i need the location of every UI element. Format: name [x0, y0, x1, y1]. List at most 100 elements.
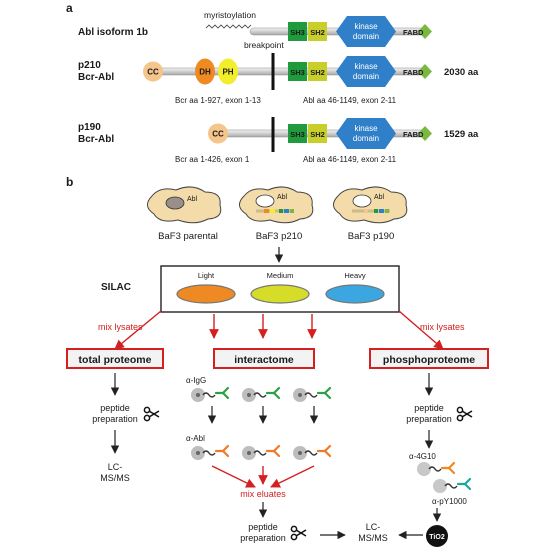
- p210-dh-label: DH: [199, 68, 211, 77]
- silac-label: SILAC: [101, 282, 131, 293]
- p210-ph-label: PH: [222, 68, 233, 77]
- anti-abl-label: α-Abl: [186, 434, 205, 443]
- p210-ph: [218, 58, 238, 85]
- abl-fabd-label: FABD: [403, 28, 424, 37]
- phosphoproteome-box: [369, 348, 489, 369]
- py1000-bead: [433, 477, 472, 493]
- scissors-icon-right: [456, 406, 473, 422]
- lcms-center-2: MS/MS: [358, 533, 388, 543]
- scissors-icon-center: [290, 525, 307, 541]
- abl-name: Abl isoform 1b: [78, 27, 148, 38]
- cell-parental-abl: Abl: [187, 196, 198, 203]
- p210-kinase-label-2: domain: [353, 72, 379, 81]
- p190-kinase-domain: [336, 118, 396, 149]
- phosphoproteome-label: phosphoproteome: [383, 354, 475, 366]
- p190-name-1: p190: [78, 122, 101, 133]
- lcms-center-1: LC-: [366, 522, 381, 532]
- anti-4g10-label: α-4G10: [409, 452, 436, 461]
- total-proteome-label: total proteome: [79, 354, 152, 366]
- silac-box: [160, 265, 400, 313]
- abl-sh2-label: SH2: [310, 28, 325, 37]
- igg-row: [191, 386, 332, 402]
- dish-heavy-label: Heavy: [344, 271, 366, 280]
- p190-length: 1529 aa: [444, 129, 479, 140]
- myristoyl-chain: [205, 24, 252, 29]
- dish-light: [176, 284, 236, 304]
- anti-py1000-label: α-pY1000: [432, 497, 467, 506]
- p210-fabd-label: FABD: [403, 68, 424, 77]
- cell-p210: Abl: [239, 186, 314, 224]
- panel-a-label: a: [66, 1, 73, 15]
- p210-length: 2030 aa: [444, 67, 479, 78]
- p210-abl-range: Abl aa 46-1149, exon 2-11: [303, 96, 397, 105]
- lcms-left-2: MS/MS: [100, 473, 130, 483]
- panel-b-label: b: [66, 175, 73, 189]
- p190-sh3-label: SH3: [290, 130, 305, 139]
- abl-fabd: [418, 24, 432, 39]
- cell-parental-label: BaF3 parental: [158, 231, 218, 242]
- anti-igg-label: α-IgG: [186, 376, 206, 385]
- arrow-silac-to-total: [114, 310, 162, 350]
- abl-kinase-domain: [336, 16, 396, 47]
- scissors-icon-left: [143, 406, 160, 422]
- peptide-right-1: peptide: [414, 403, 444, 413]
- abl-bead-1: [191, 444, 230, 460]
- p210-sh2: [308, 62, 327, 81]
- peptide-center-1: peptide: [248, 522, 278, 532]
- arrow-eluate-1: [211, 465, 256, 488]
- abl-sh2: [308, 22, 327, 41]
- interactome-box: [213, 348, 315, 369]
- abl-row: [191, 444, 332, 460]
- lcms-left-1: LC-: [108, 462, 123, 472]
- p210-dh: [195, 58, 215, 85]
- abl-bead-3: [293, 444, 332, 460]
- p190-bcr-range: Bcr aa 1-426, exon 1: [175, 155, 250, 164]
- peptide-right-2: preparation: [406, 414, 452, 424]
- dish-medium: [250, 284, 310, 304]
- p210-kinase-label-1: kinase: [354, 62, 378, 71]
- arrow-eluate-3: [270, 465, 315, 488]
- p210-cc: [143, 61, 163, 82]
- p190-sh3: [288, 124, 307, 143]
- cell-p190-label: BaF3 p190: [348, 231, 394, 242]
- p190-kinase-label-2: domain: [353, 134, 379, 143]
- p210-kinase-domain: [336, 56, 396, 87]
- p190-fabd: [418, 126, 432, 141]
- abl-bead-2: [242, 444, 281, 460]
- abl-sh3: [288, 22, 307, 41]
- p190-fabd-label: FABD: [403, 130, 424, 139]
- myristoylation-label: myristoylation: [204, 10, 256, 20]
- cell-p190: Abl: [333, 186, 408, 224]
- igg-bead-1: [191, 386, 230, 402]
- abl-kinase-label-2: domain: [353, 32, 379, 41]
- mix-eluates-label: mix eluates: [240, 489, 286, 499]
- p210-sh3: [288, 62, 307, 81]
- p210-name-1: p210: [78, 60, 101, 71]
- p210-name-2: Bcr-Abl: [78, 72, 114, 83]
- p190-sh2-label: SH2: [310, 130, 325, 139]
- p190-sh2: [308, 124, 327, 143]
- tio2-bead: [426, 525, 448, 547]
- peptide-center-2: preparation: [240, 533, 286, 543]
- p190-abl-range: Abl aa 46-1149, exon 2-11: [303, 155, 397, 164]
- dish-heavy: [325, 284, 385, 304]
- 4g10-bead: [417, 461, 456, 476]
- mix-lysates-right: mix lysates: [420, 322, 465, 332]
- tio2-label: TiO2: [429, 534, 445, 541]
- p210-cc-label: CC: [147, 68, 159, 77]
- breakpoint-label: breakpoint: [244, 40, 284, 50]
- cell-parental: Abl: [147, 186, 222, 224]
- dish-light-label: Light: [198, 271, 215, 280]
- igg-bead-3: [293, 386, 332, 402]
- abl-sh3-label: SH3: [290, 28, 305, 37]
- igg-bead-2: [242, 386, 281, 402]
- arrow-silac-to-phospho: [398, 310, 444, 350]
- cell-p210-label: BaF3 p210: [256, 231, 302, 242]
- cell-p210-abl: Abl: [277, 194, 288, 201]
- dish-medium-label: Medium: [267, 271, 294, 280]
- abl-kinase-label-1: kinase: [354, 22, 378, 31]
- p210-sh3-label: SH3: [290, 68, 305, 77]
- interactome-label: interactome: [234, 354, 294, 366]
- cell-p190-abl: Abl: [374, 194, 385, 201]
